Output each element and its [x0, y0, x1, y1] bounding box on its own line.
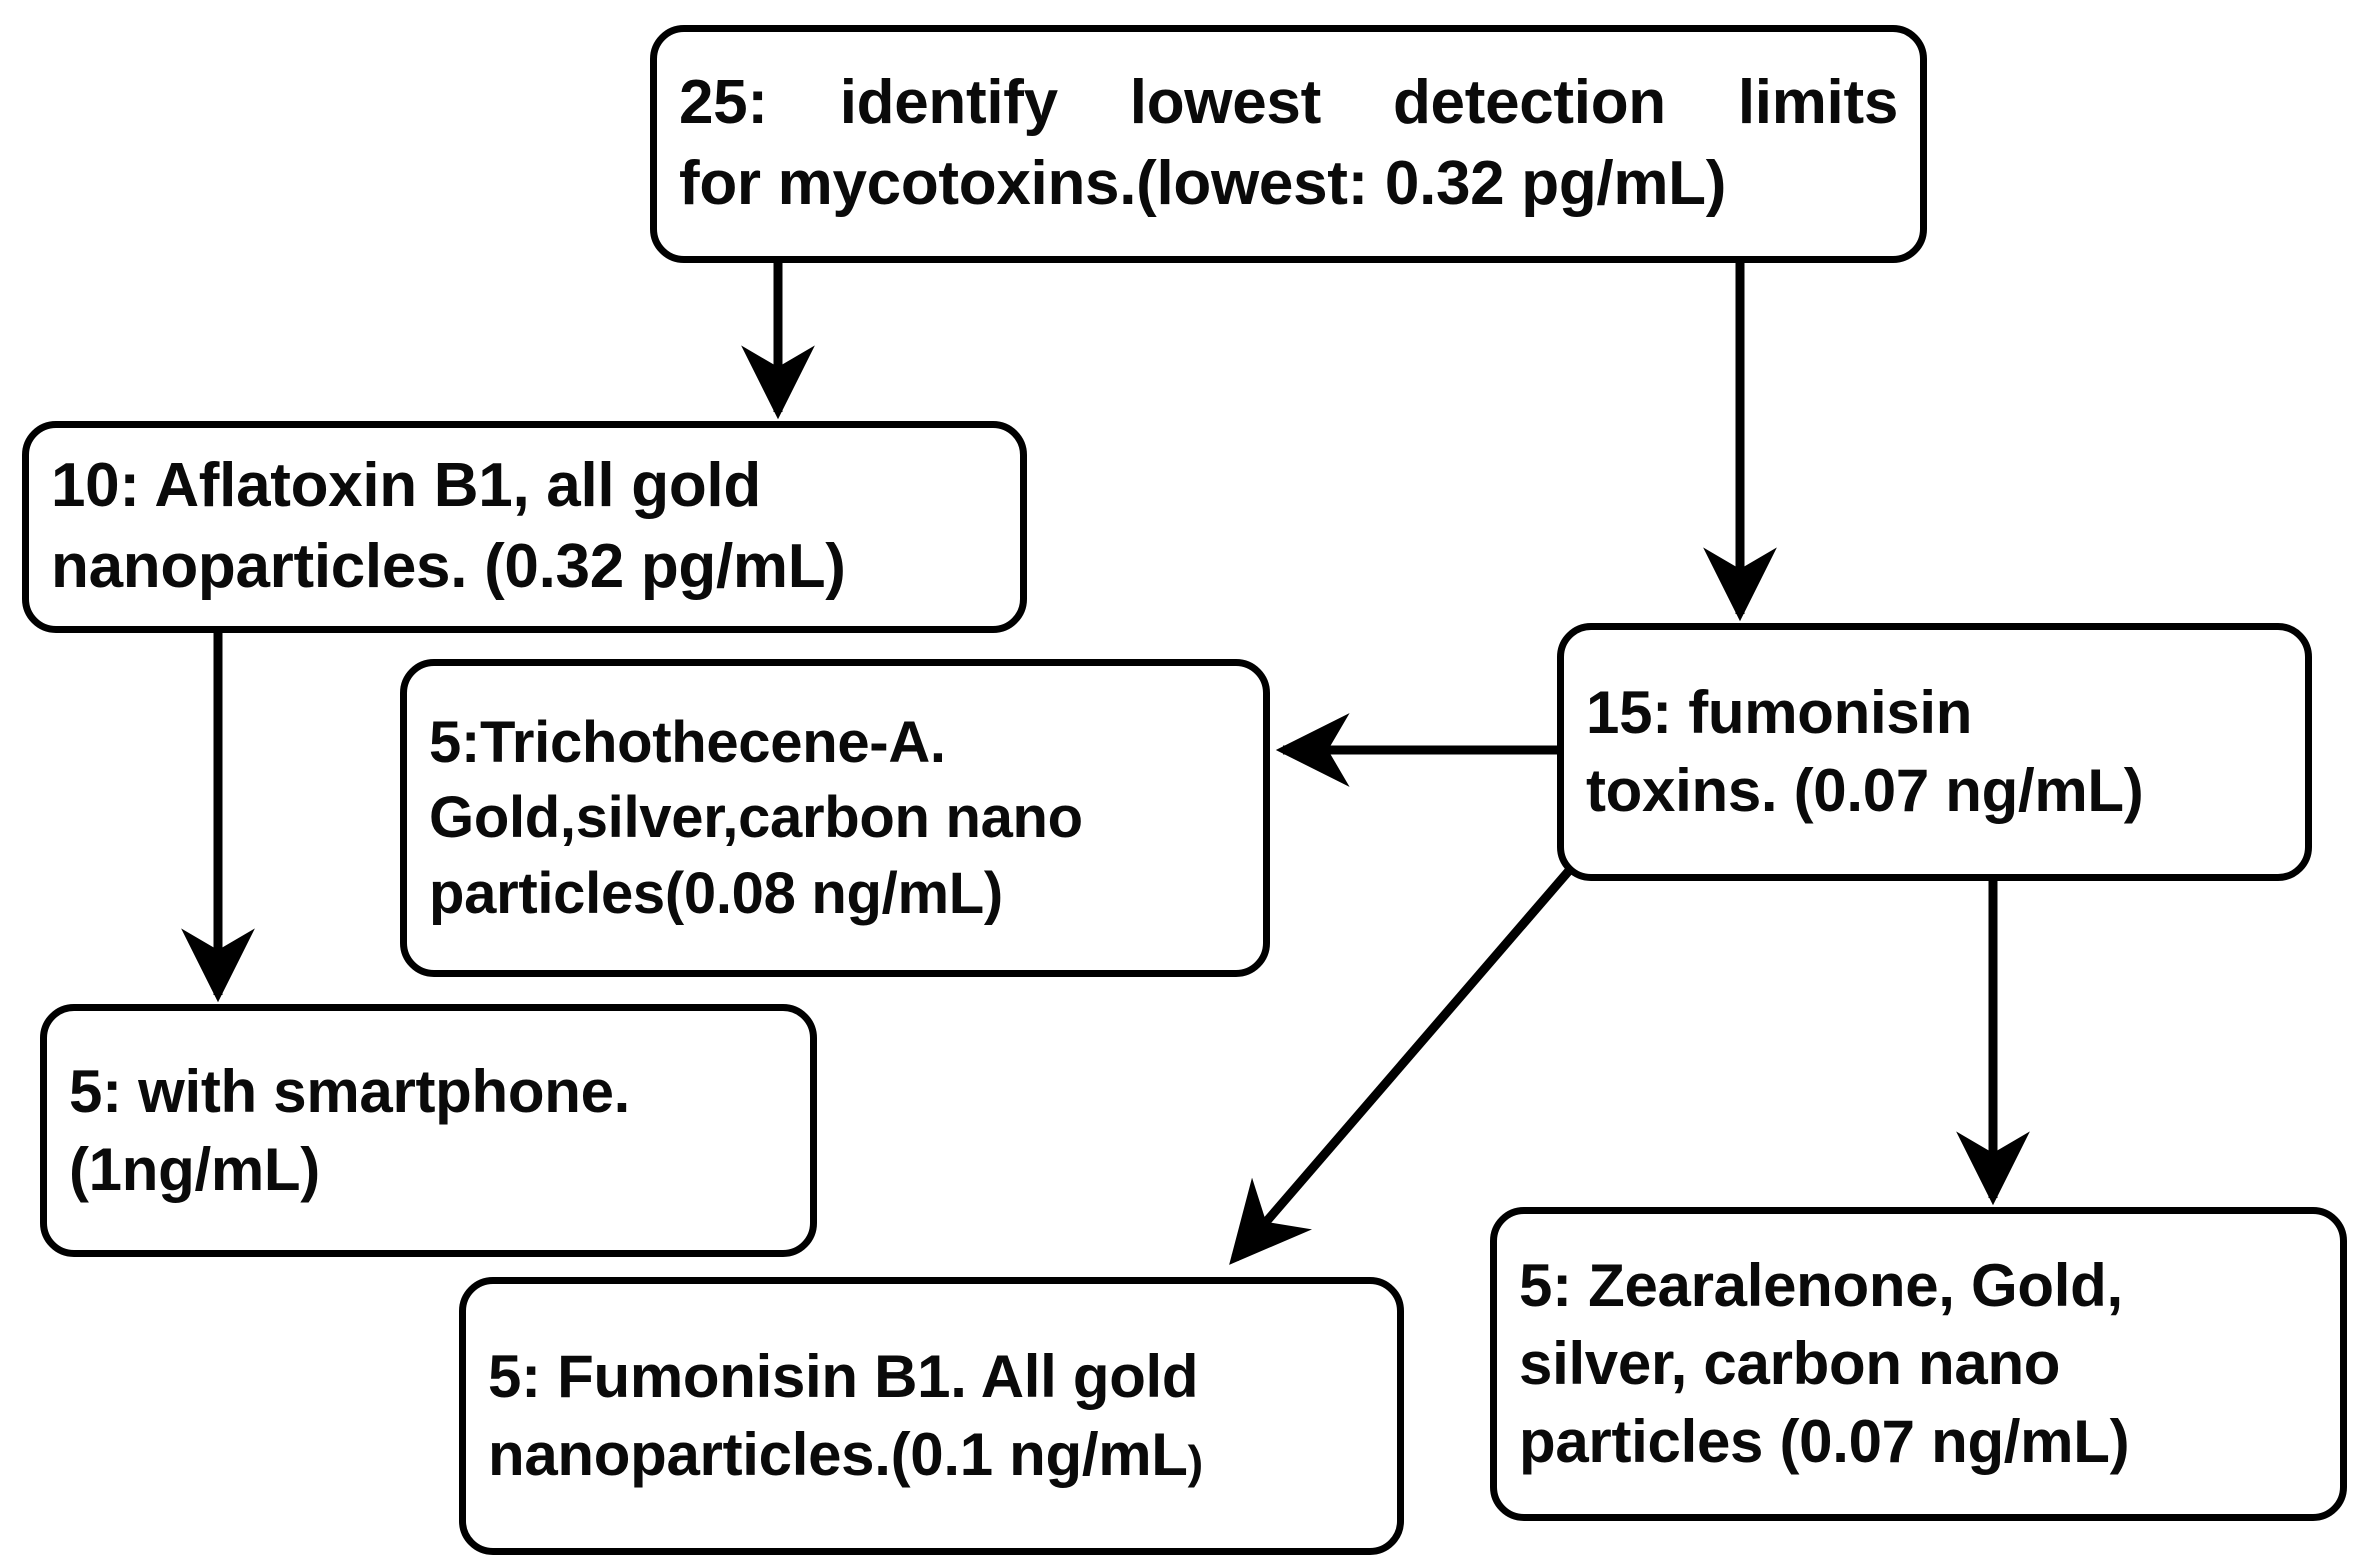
node-fumonisin-toxins-line2: toxins. (0.07 ng/mL) [1586, 757, 2144, 824]
node-aflatoxin-b1-line2: nanoparticles. (0.32 pg/mL) [51, 532, 846, 601]
node-trichothecene-a-line3: particles(0.08 ng/mL) [429, 860, 1003, 926]
node-fumonisin-toxins[interactable]: 15: fumonisin toxins. (0.07 ng/mL) [1557, 623, 2312, 881]
node-fumonisin-b1-line2-wrap: nanoparticles.(0.1 ng/mL) [466, 1416, 1397, 1494]
node-zearalenone-line3: particles (0.07 ng/mL) [1519, 1408, 2130, 1475]
node-smartphone[interactable]: 5: with smartphone. (1ng/mL) [40, 1004, 817, 1257]
node-fumonisin-b1-line2-tail: ) [1187, 1435, 1204, 1488]
node-aflatoxin-b1[interactable]: 10: Aflatoxin B1, all gold nanoparticles… [22, 421, 1027, 633]
node-detection-limits-line2: for mycotoxins.(lowest: 0.32 pg/mL) [679, 149, 1727, 218]
node-zearalenone-line2: silver, carbon nano [1519, 1330, 2061, 1397]
node-aflatoxin-b1-line1: 10: Aflatoxin B1, all gold [51, 451, 761, 521]
node-smartphone-line2: (1ng/mL) [69, 1135, 320, 1203]
node-detection-limits[interactable]: 25: identify lowest detection limits for… [650, 25, 1927, 263]
node-smartphone-line1: 5: with smartphone. [69, 1057, 631, 1125]
node-fumonisin-b1[interactable]: 5: Fumonisin B1. All gold nanoparticles.… [459, 1277, 1404, 1555]
node-fumonisin-b1-line1: 5: Fumonisin B1. All gold [488, 1343, 1199, 1410]
node-zearalenone[interactable]: 5: Zearalenone, Gold, silver, carbon nan… [1490, 1207, 2347, 1521]
node-zearalenone-line1: 5: Zearalenone, Gold, [1519, 1252, 2123, 1319]
node-trichothecene-a-line1: 5:Trichothecene-A. [429, 709, 946, 775]
arrow-fumonisin-to-fumonisin-b1 [1229, 863, 1577, 1265]
node-trichothecene-a-line2: Gold,silver,carbon nano [429, 785, 1083, 851]
node-fumonisin-b1-line2: nanoparticles.(0.1 ng/mL [488, 1421, 1188, 1488]
node-fumonisin-toxins-line1: 15: fumonisin [1586, 679, 1973, 746]
node-detection-limits-line1: 25: identify lowest detection limits [679, 68, 1898, 138]
node-trichothecene-a[interactable]: 5:Trichothecene-A. Gold,silver,carbon na… [400, 659, 1270, 977]
